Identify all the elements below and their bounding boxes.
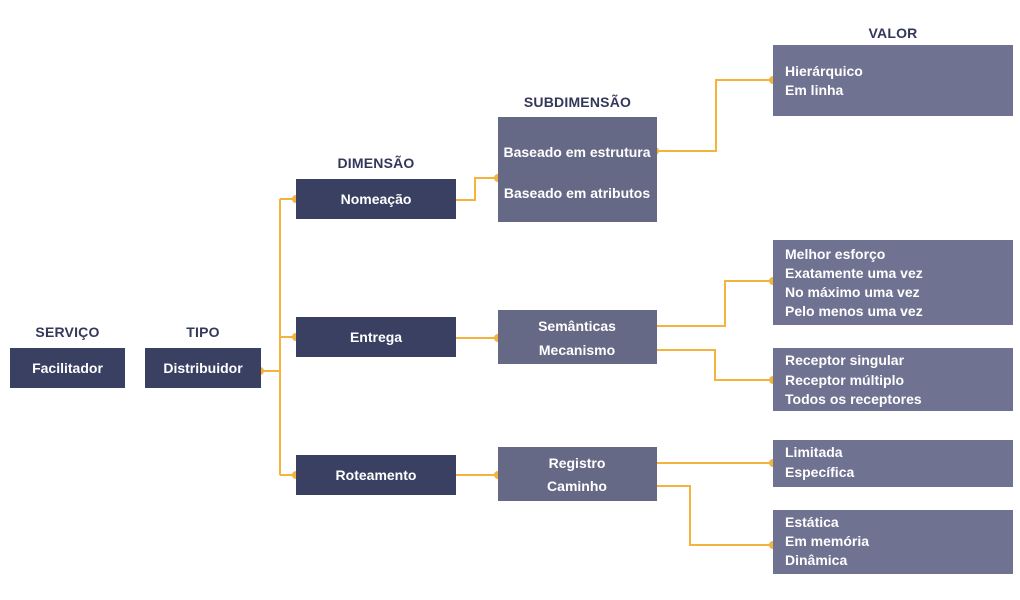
valor-item: Hierárquico — [785, 63, 863, 79]
node-dimensao-nomeacao: Nomeação — [296, 179, 456, 219]
valor-item: Em memória — [785, 533, 870, 549]
node-subdimensao-roteamento: Registro Caminho — [498, 447, 657, 501]
valor-item: Específica — [785, 464, 855, 480]
valor-item: Exatamente uma vez — [785, 265, 923, 281]
node-tipo-label: Distribuidor — [163, 360, 243, 376]
node-dimensao-entrega: Entrega — [296, 317, 456, 357]
valor-item: Em linha — [785, 82, 844, 98]
header-tipo: TIPO — [186, 324, 220, 340]
valor-item: Limitada — [785, 444, 843, 460]
connector-tipo-to-dimensoes — [260, 198, 296, 476]
valor-item: Melhor esforço — [785, 246, 886, 262]
subdimensao-item: Registro — [548, 455, 606, 471]
node-tipo: Distribuidor — [145, 348, 261, 388]
valor-item: Estática — [785, 514, 839, 530]
node-valor-estrutura: Hierárquico Em linha — [773, 45, 1013, 116]
subdimensao-item: Mecanismo — [538, 342, 616, 358]
header-valor: VALOR — [868, 25, 918, 41]
valor-item: Dinâmica — [785, 552, 848, 568]
valor-item: Pelo menos uma vez — [785, 303, 923, 319]
header-servico: SERVIÇO — [35, 324, 100, 340]
node-valor-registro: Limitada Específica — [773, 440, 1013, 487]
connector-mecanismo-valor — [622, 349, 773, 381]
subdimensao-item: Semânticas — [538, 318, 616, 334]
subdimensao-item: Baseado em atributos — [503, 185, 651, 201]
connector-semanticas-valor — [620, 280, 773, 327]
node-servico-label: Facilitador — [32, 360, 103, 376]
header-dimensao: DIMENSÃO — [337, 155, 415, 171]
node-subdimensao-nomeacao: Baseado em estrutura Baseado em atributo… — [498, 117, 657, 222]
subdimensao-item: Caminho — [547, 478, 607, 494]
node-valor-mecanismo: Receptor singular Receptor múltiplo Todo… — [773, 348, 1013, 411]
node-servico: Facilitador — [10, 348, 125, 388]
header-subdimensao: SUBDIMENSÃO — [523, 94, 632, 110]
node-valor-semanticas: Melhor esforço Exatamente uma vez No máx… — [773, 240, 1013, 325]
node-dimensao-label: Nomeação — [340, 191, 412, 207]
node-subdimensao-entrega: Semânticas Mecanismo — [498, 310, 657, 364]
valor-item: Receptor singular — [785, 352, 905, 368]
node-valor-caminho: Estática Em memória Dinâmica — [773, 510, 1013, 574]
node-dimensao-label: Roteamento — [335, 467, 417, 483]
node-dimensao-label: Entrega — [349, 329, 403, 345]
valor-item: Todos os receptores — [785, 391, 922, 407]
node-dimensao-roteamento: Roteamento — [296, 455, 456, 495]
valor-item: No máximo uma vez — [785, 284, 920, 300]
subdimensao-item: Baseado em estrutura — [503, 144, 651, 160]
connector-estrutura-valor — [655, 79, 773, 152]
valor-item: Receptor múltiplo — [785, 372, 905, 388]
